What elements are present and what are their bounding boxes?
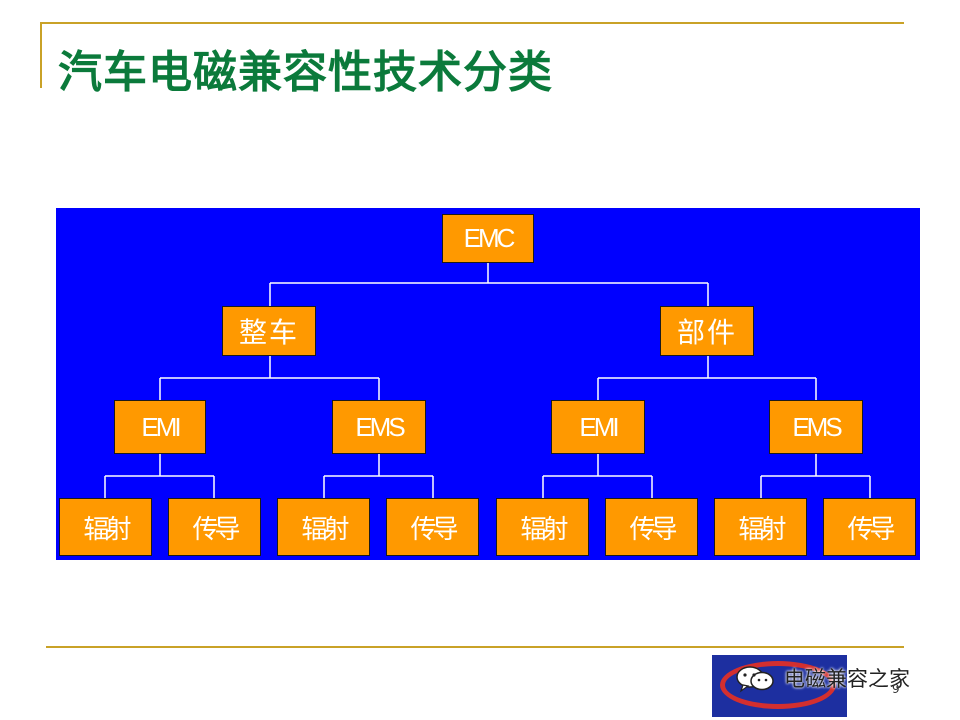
connector-lines [104, 263, 871, 498]
slide-title: 汽车电磁兼容性技术分类 [58, 47, 553, 98]
logo-ring [720, 661, 836, 709]
component-emi-radiated-node: 辐射 [496, 498, 589, 556]
vehicle-emi-radiated-node: 辐射 [59, 498, 152, 556]
component-emi-conducted-node: 传导 [605, 498, 698, 556]
company-logo [712, 655, 847, 717]
component-ems-node: EMS [769, 400, 863, 454]
vehicle-ems-node: EMS [332, 400, 426, 454]
bottom-rule [46, 646, 904, 648]
vehicle-ems-conducted-node: 传导 [386, 498, 479, 556]
left-rule [40, 22, 42, 88]
component-emi-node: EMI [551, 400, 645, 454]
vehicle-node: 整车 [222, 306, 316, 356]
page-number: 9 [892, 682, 900, 696]
emc-node: EMC [442, 214, 534, 263]
component-ems-conducted-node: 传导 [823, 498, 916, 556]
vehicle-ems-radiated-node: 辐射 [277, 498, 370, 556]
watermark-caption: 电磁兼容之家 [784, 667, 910, 691]
top-rule [40, 22, 904, 24]
emc-classification-diagram: EMC 整车 部件 EMI EMS EMI EMS 辐射 传导 辐射 传导 辐射… [56, 208, 920, 560]
vehicle-emi-node: EMI [114, 400, 206, 454]
component-ems-radiated-node: 辐射 [714, 498, 807, 556]
vehicle-emi-conducted-node: 传导 [168, 498, 261, 556]
wechat-icon [736, 666, 774, 693]
component-node: 部件 [660, 306, 754, 356]
